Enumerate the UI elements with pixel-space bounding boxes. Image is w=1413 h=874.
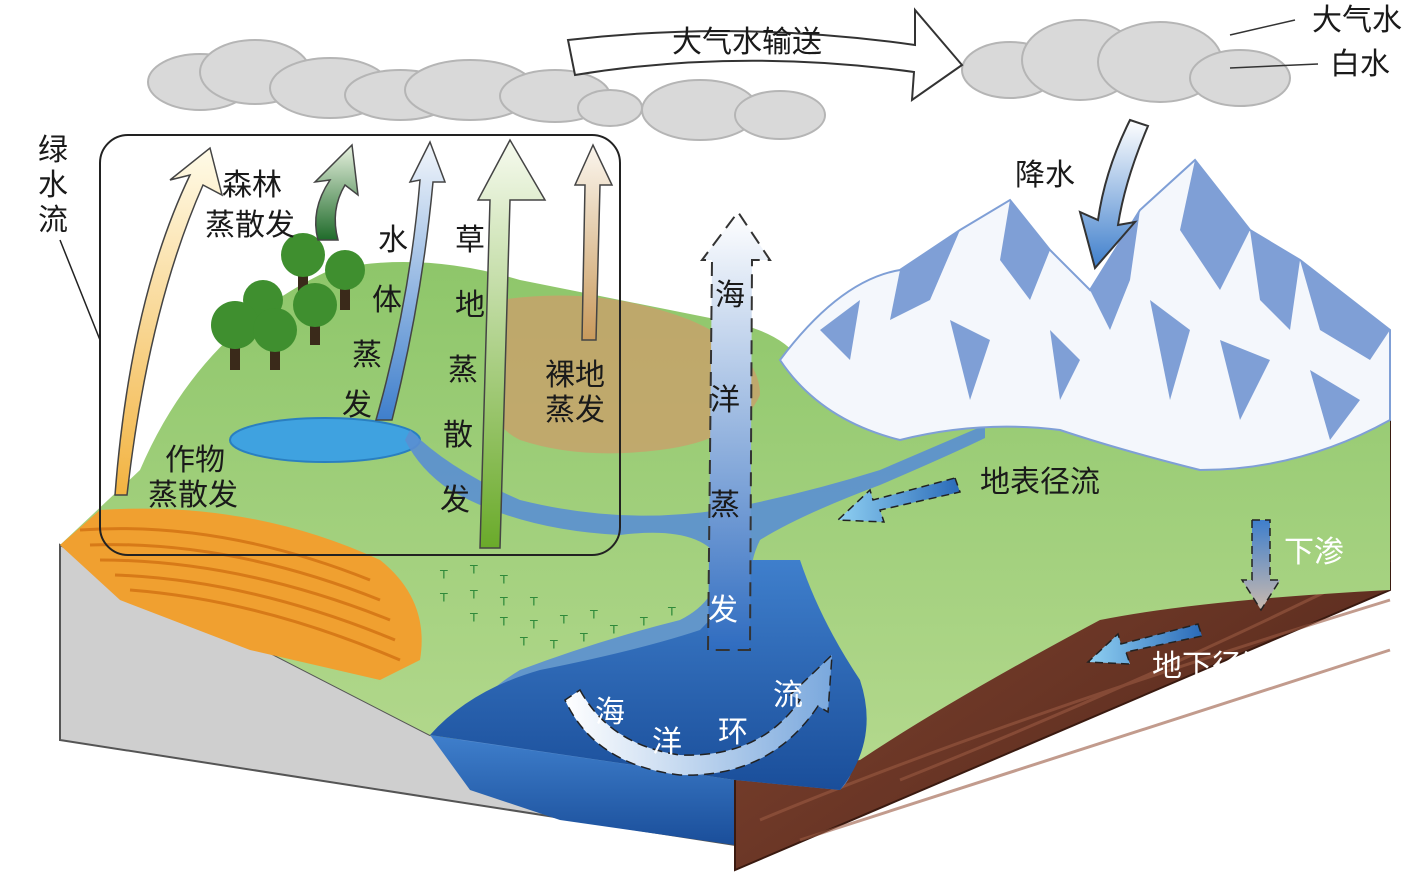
svg-text:ᵀ: ᵀ [579,629,588,653]
green-water-leader [59,239,101,341]
tree [325,250,365,310]
svg-text:地: 地 [455,288,485,323]
grass-evaporation-arrow [476,138,547,549]
svg-text:ᵀ: ᵀ [529,593,538,617]
svg-text:体: 体 [372,283,402,318]
tree [281,233,325,295]
svg-text:流: 流 [773,678,803,713]
atmospheric-transport-label: 大气水输送 [672,25,822,60]
seedlings: ᵀ ᵀ ᵀ ᵀ ᵀ ᵀ ᵀ ᵀ ᵀ ᵀ ᵀ ᵀ ᵀ ᵀ ᵀ ᵀ ᵀ ᵀ [439,561,676,660]
svg-text:水: 水 [378,223,408,258]
svg-text:发: 发 [342,388,372,423]
svg-text:蒸散发: 蒸散发 [205,208,295,243]
svg-text:ᵀ: ᵀ [589,606,598,630]
svg-text:ᵀ: ᵀ [667,603,676,627]
cloud-right [961,19,1291,107]
svg-text:ᵀ: ᵀ [499,571,508,595]
svg-text:ᵀ: ᵀ [439,566,448,590]
atmospheric-water-label: 大气水 [1312,3,1402,38]
svg-text:海: 海 [715,278,745,313]
atmospheric-water-leader [1229,19,1296,36]
infiltration-label: 下渗 [1284,535,1344,570]
water-evaporation-label: 水 体 蒸 发 [342,223,408,423]
svg-text:蒸: 蒸 [352,338,382,373]
ocean-evaporation-arrow [700,210,772,651]
forest-transpiration-arrow [312,143,359,241]
ocean [430,560,867,790]
surface-runoff-arrow [836,477,961,523]
svg-text:作物: 作物 [165,443,225,478]
surface-runoff-label: 地表径流 [980,465,1100,500]
svg-text:ᵀ: ᵀ [499,593,508,617]
ocean-circulation-arrow [564,653,833,776]
atmospheric-transport-arrow [566,7,964,103]
tree [293,283,337,345]
water-evaporation-arrow [375,140,447,421]
svg-text:裸地: 裸地 [545,358,605,393]
svg-text:ᵀ: ᵀ [559,611,568,635]
green-water-box [99,134,621,556]
svg-text:洋: 洋 [710,383,740,418]
svg-text:流: 流 [38,203,68,238]
svg-text:蒸发: 蒸发 [545,393,605,428]
tree [211,301,259,370]
svg-text:洋: 洋 [652,725,682,760]
svg-text:草: 草 [455,223,485,258]
crop-field [60,508,422,680]
forest [211,233,365,370]
crop-rows [79,527,401,662]
svg-text:ᵀ: ᵀ [469,609,478,633]
ocean-evaporation-label: 海 洋 蒸 发 [708,278,745,628]
infiltration-arrow [1240,519,1282,612]
svg-text:ᵀ: ᵀ [469,561,478,585]
svg-text:ᵀ: ᵀ [439,589,448,613]
svg-text:ᵀ: ᵀ [519,633,528,657]
crop-transpiration-arrow [114,146,224,496]
svg-text:发: 发 [440,483,470,518]
precipitation-label: 降水 [1015,158,1075,193]
groundwater-runoff-label: 地下径流 [1152,649,1272,684]
svg-text:蒸: 蒸 [448,353,478,388]
svg-text:水: 水 [38,168,68,203]
bare-evaporation-arrow [573,143,614,341]
grass-evaporation-label: 草 地 蒸 散 发 [440,223,485,518]
crop-transpiration-label: 作物 蒸散发 [148,443,238,513]
white-water-label: 白水 [1330,47,1390,82]
svg-text:ᵀ: ᵀ [639,613,648,637]
svg-text:环: 环 [718,715,748,750]
svg-text:绿: 绿 [38,133,68,168]
svg-text:蒸散发: 蒸散发 [148,478,238,513]
bare-soil-patch [488,295,760,454]
svg-text:海: 海 [595,695,625,730]
ocean-front-face [430,735,735,845]
white-water-leader [1229,63,1319,69]
mountains [778,158,1391,472]
svg-text:散: 散 [443,418,473,453]
lake [229,417,421,463]
precipitation-arrow [1078,118,1150,271]
svg-text:ᵀ: ᵀ [469,586,478,610]
svg-text:发: 发 [708,593,738,628]
svg-text:ᵀ: ᵀ [549,636,558,660]
svg-text:森林: 森林 [222,168,282,203]
svg-text:蒸: 蒸 [710,488,740,523]
ocean-circulation-label: 海 洋 环 流 [595,678,803,760]
svg-text:ᵀ: ᵀ [499,613,508,637]
green-water-flow-label: 绿 水 流 [38,133,68,238]
groundwater-runoff-arrow [1086,623,1203,665]
svg-text:ᵀ: ᵀ [529,616,538,640]
cloud-band-left [147,39,826,141]
bare-evaporation-label: 裸地 蒸发 [545,358,605,428]
svg-text:ᵀ: ᵀ [609,621,618,645]
forest-transpiration-label: 森林 蒸散发 [205,168,295,243]
tree [253,308,297,370]
